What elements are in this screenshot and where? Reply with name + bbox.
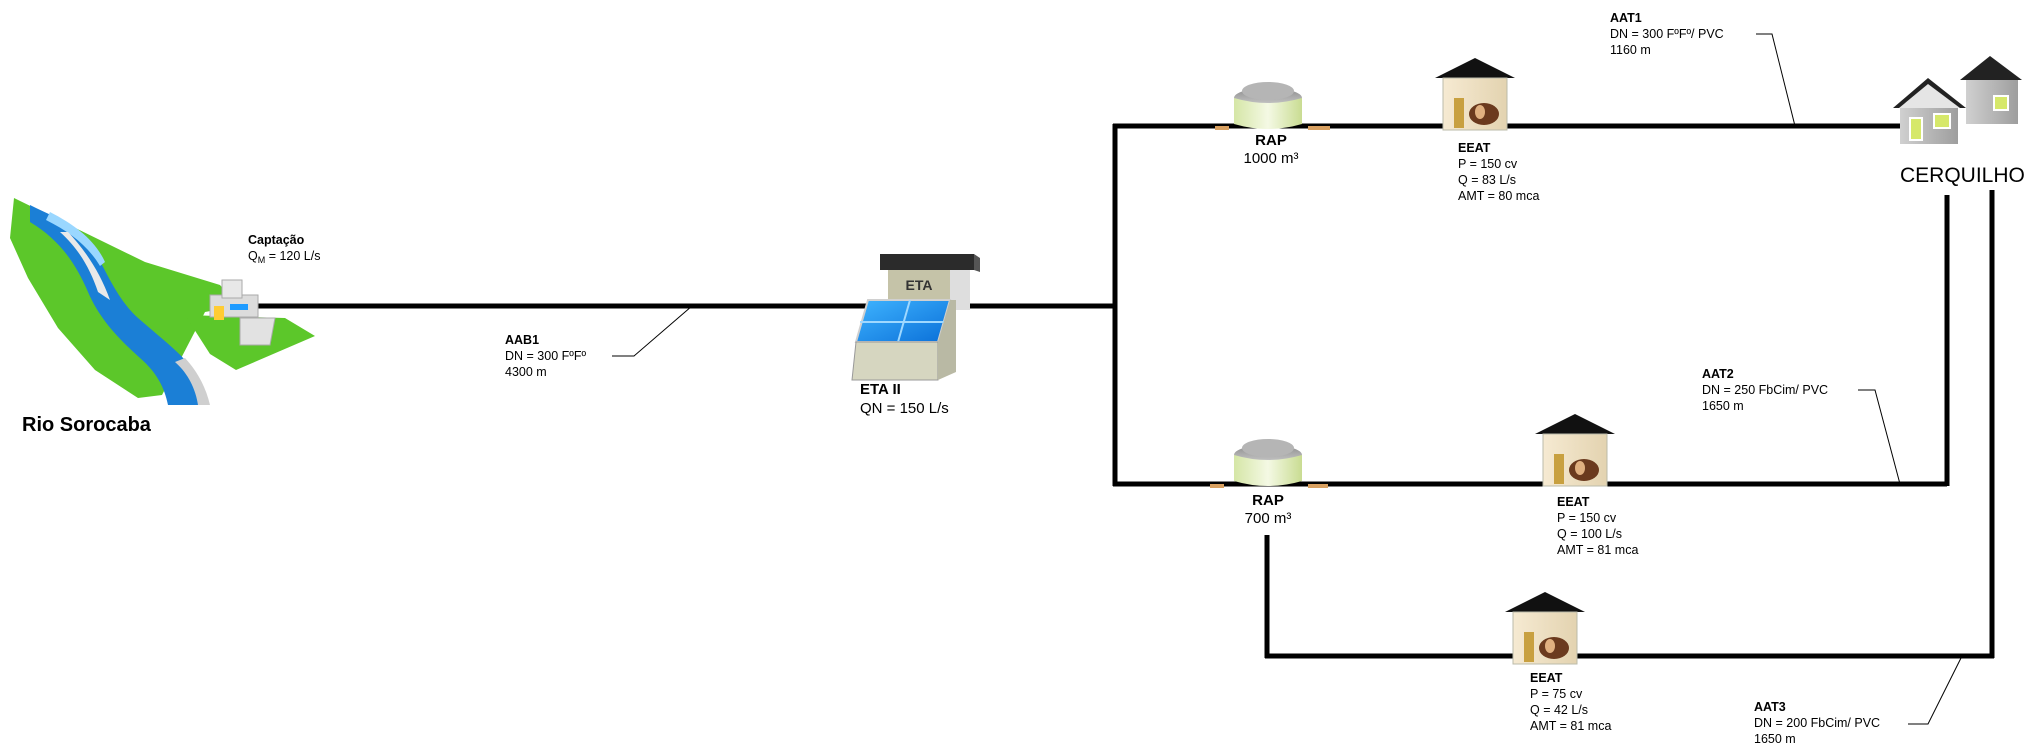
aat2-label: AAT2 DN = 250 FbCim/ PVC 1650 m xyxy=(1702,366,1828,414)
eta-title: ETA II xyxy=(860,381,901,398)
reservoir-icon xyxy=(1215,82,1330,130)
aat3-title: AAT3 xyxy=(1754,700,1786,714)
aab1-dn: DN = 300 FºFº xyxy=(505,349,587,363)
eeat1-label: EEAT P = 150 cv Q = 83 L/s AMT = 80 mca xyxy=(1458,140,1539,204)
treatment-plant-icon: ETA xyxy=(851,254,980,381)
eeat2-label: EEAT P = 150 cv Q = 100 L/s AMT = 81 mca xyxy=(1557,494,1638,558)
aat3-leader xyxy=(1908,655,1963,725)
eta-label: ETA II QN = 150 L/s xyxy=(860,380,949,418)
aat3-label: AAT3 DN = 200 FbCim/ PVC 1650 m xyxy=(1754,699,1880,747)
aat1-label: AAT1 DN = 300 FºFº/ PVC 1160 m xyxy=(1610,10,1724,58)
intake-title: Captação xyxy=(248,233,305,247)
aat1-dn: DN = 300 FºFº/ PVC xyxy=(1610,27,1724,41)
leader-lines xyxy=(612,33,1963,725)
rap2-title: RAP xyxy=(1252,492,1284,509)
eeat1-flow: Q = 83 L/s xyxy=(1458,173,1517,187)
eeat2-head: AMT = 81 mca xyxy=(1557,543,1639,557)
aat2-length: 1650 m xyxy=(1702,399,1744,413)
aat2-leader xyxy=(1858,389,1901,485)
eta-flow: QN = 150 L/s xyxy=(860,400,949,417)
aab1-title: AAB1 xyxy=(505,333,540,347)
eeat1-power: P = 150 cv xyxy=(1458,157,1518,171)
rap2-label: RAP 700 m³ xyxy=(1225,492,1311,528)
city-name: CERQUILHO xyxy=(1900,164,2025,187)
eeat1-head: AMT = 80 mca xyxy=(1458,189,1540,203)
river-intake-icon xyxy=(10,198,315,405)
intake-label: Captação QM = 120 L/s xyxy=(248,233,320,265)
aab1-length: 4300 m xyxy=(505,365,547,379)
rap1-volume: 1000 m³ xyxy=(1243,150,1299,167)
aat1-title: AAT1 xyxy=(1610,11,1642,25)
eeat3-flow: Q = 42 L/s xyxy=(1530,703,1589,717)
aat1-leader xyxy=(1756,33,1796,127)
eeat3-power: P = 75 cv xyxy=(1530,687,1583,701)
houses-icon xyxy=(1893,56,2022,144)
eeat2-flow: Q = 100 L/s xyxy=(1557,527,1622,541)
aat1-length: 1160 m xyxy=(1610,43,1651,57)
eeat1-title: EEAT xyxy=(1458,141,1491,155)
rap1-label: RAP 1000 m³ xyxy=(1228,132,1314,168)
eeat2-power: P = 150 cv xyxy=(1557,511,1617,525)
rap2-volume: 700 m³ xyxy=(1244,510,1292,527)
pump-station-icon xyxy=(1505,592,1585,665)
eeat3-title: EEAT xyxy=(1530,671,1563,685)
aab1-label: AAB1 DN = 300 FºFº 4300 m xyxy=(505,332,586,380)
rap1-title: RAP xyxy=(1255,132,1287,149)
pump-station-icon xyxy=(1435,58,1515,131)
aab1-leader xyxy=(612,305,693,357)
aat2-title: AAT2 xyxy=(1702,367,1734,381)
reservoir-icon xyxy=(1210,439,1328,488)
aat3-dn: DN = 200 FbCim/ PVC xyxy=(1754,716,1881,730)
pump-station-icon xyxy=(1535,414,1615,487)
eeat3-label: EEAT P = 75 cv Q = 42 L/s AMT = 81 mca xyxy=(1530,670,1611,734)
eeat3-head: AMT = 81 mca xyxy=(1530,719,1612,733)
aat3-length: 1650 m xyxy=(1754,732,1796,746)
river-name: Rio Sorocaba xyxy=(22,414,151,436)
intake-flow: QM = 120 L/s xyxy=(248,249,320,265)
eta-sign: ETA xyxy=(906,277,933,293)
aat2-dn: DN = 250 FbCim/ PVC xyxy=(1702,383,1829,397)
eeat2-title: EEAT xyxy=(1557,495,1590,509)
